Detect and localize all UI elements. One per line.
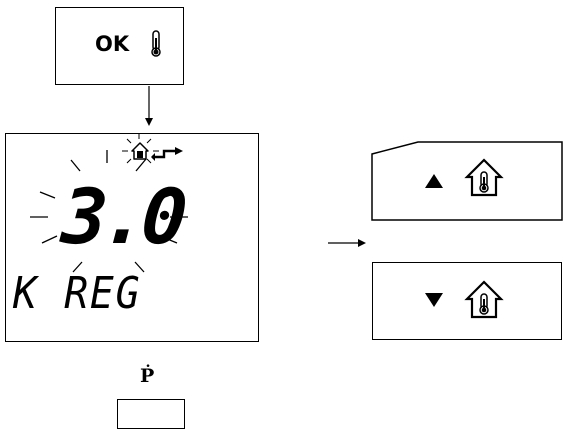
triangle-up-icon bbox=[425, 174, 443, 188]
sun-house-icon bbox=[131, 142, 149, 160]
house-thermometer-icon bbox=[464, 280, 504, 319]
p-button[interactable] bbox=[117, 399, 185, 429]
ok-label: OK bbox=[95, 32, 130, 56]
display-panel bbox=[5, 133, 259, 342]
ok-box bbox=[55, 7, 184, 85]
p-label: Ṗ bbox=[140, 365, 155, 387]
house-thermometer-icon bbox=[464, 158, 504, 197]
thermometer-icon bbox=[151, 30, 161, 57]
down-button[interactable] bbox=[372, 262, 562, 340]
triangle-down-icon bbox=[425, 293, 443, 307]
arrow-out-icon bbox=[151, 147, 183, 161]
display-mode-text: K REG bbox=[13, 268, 142, 319]
